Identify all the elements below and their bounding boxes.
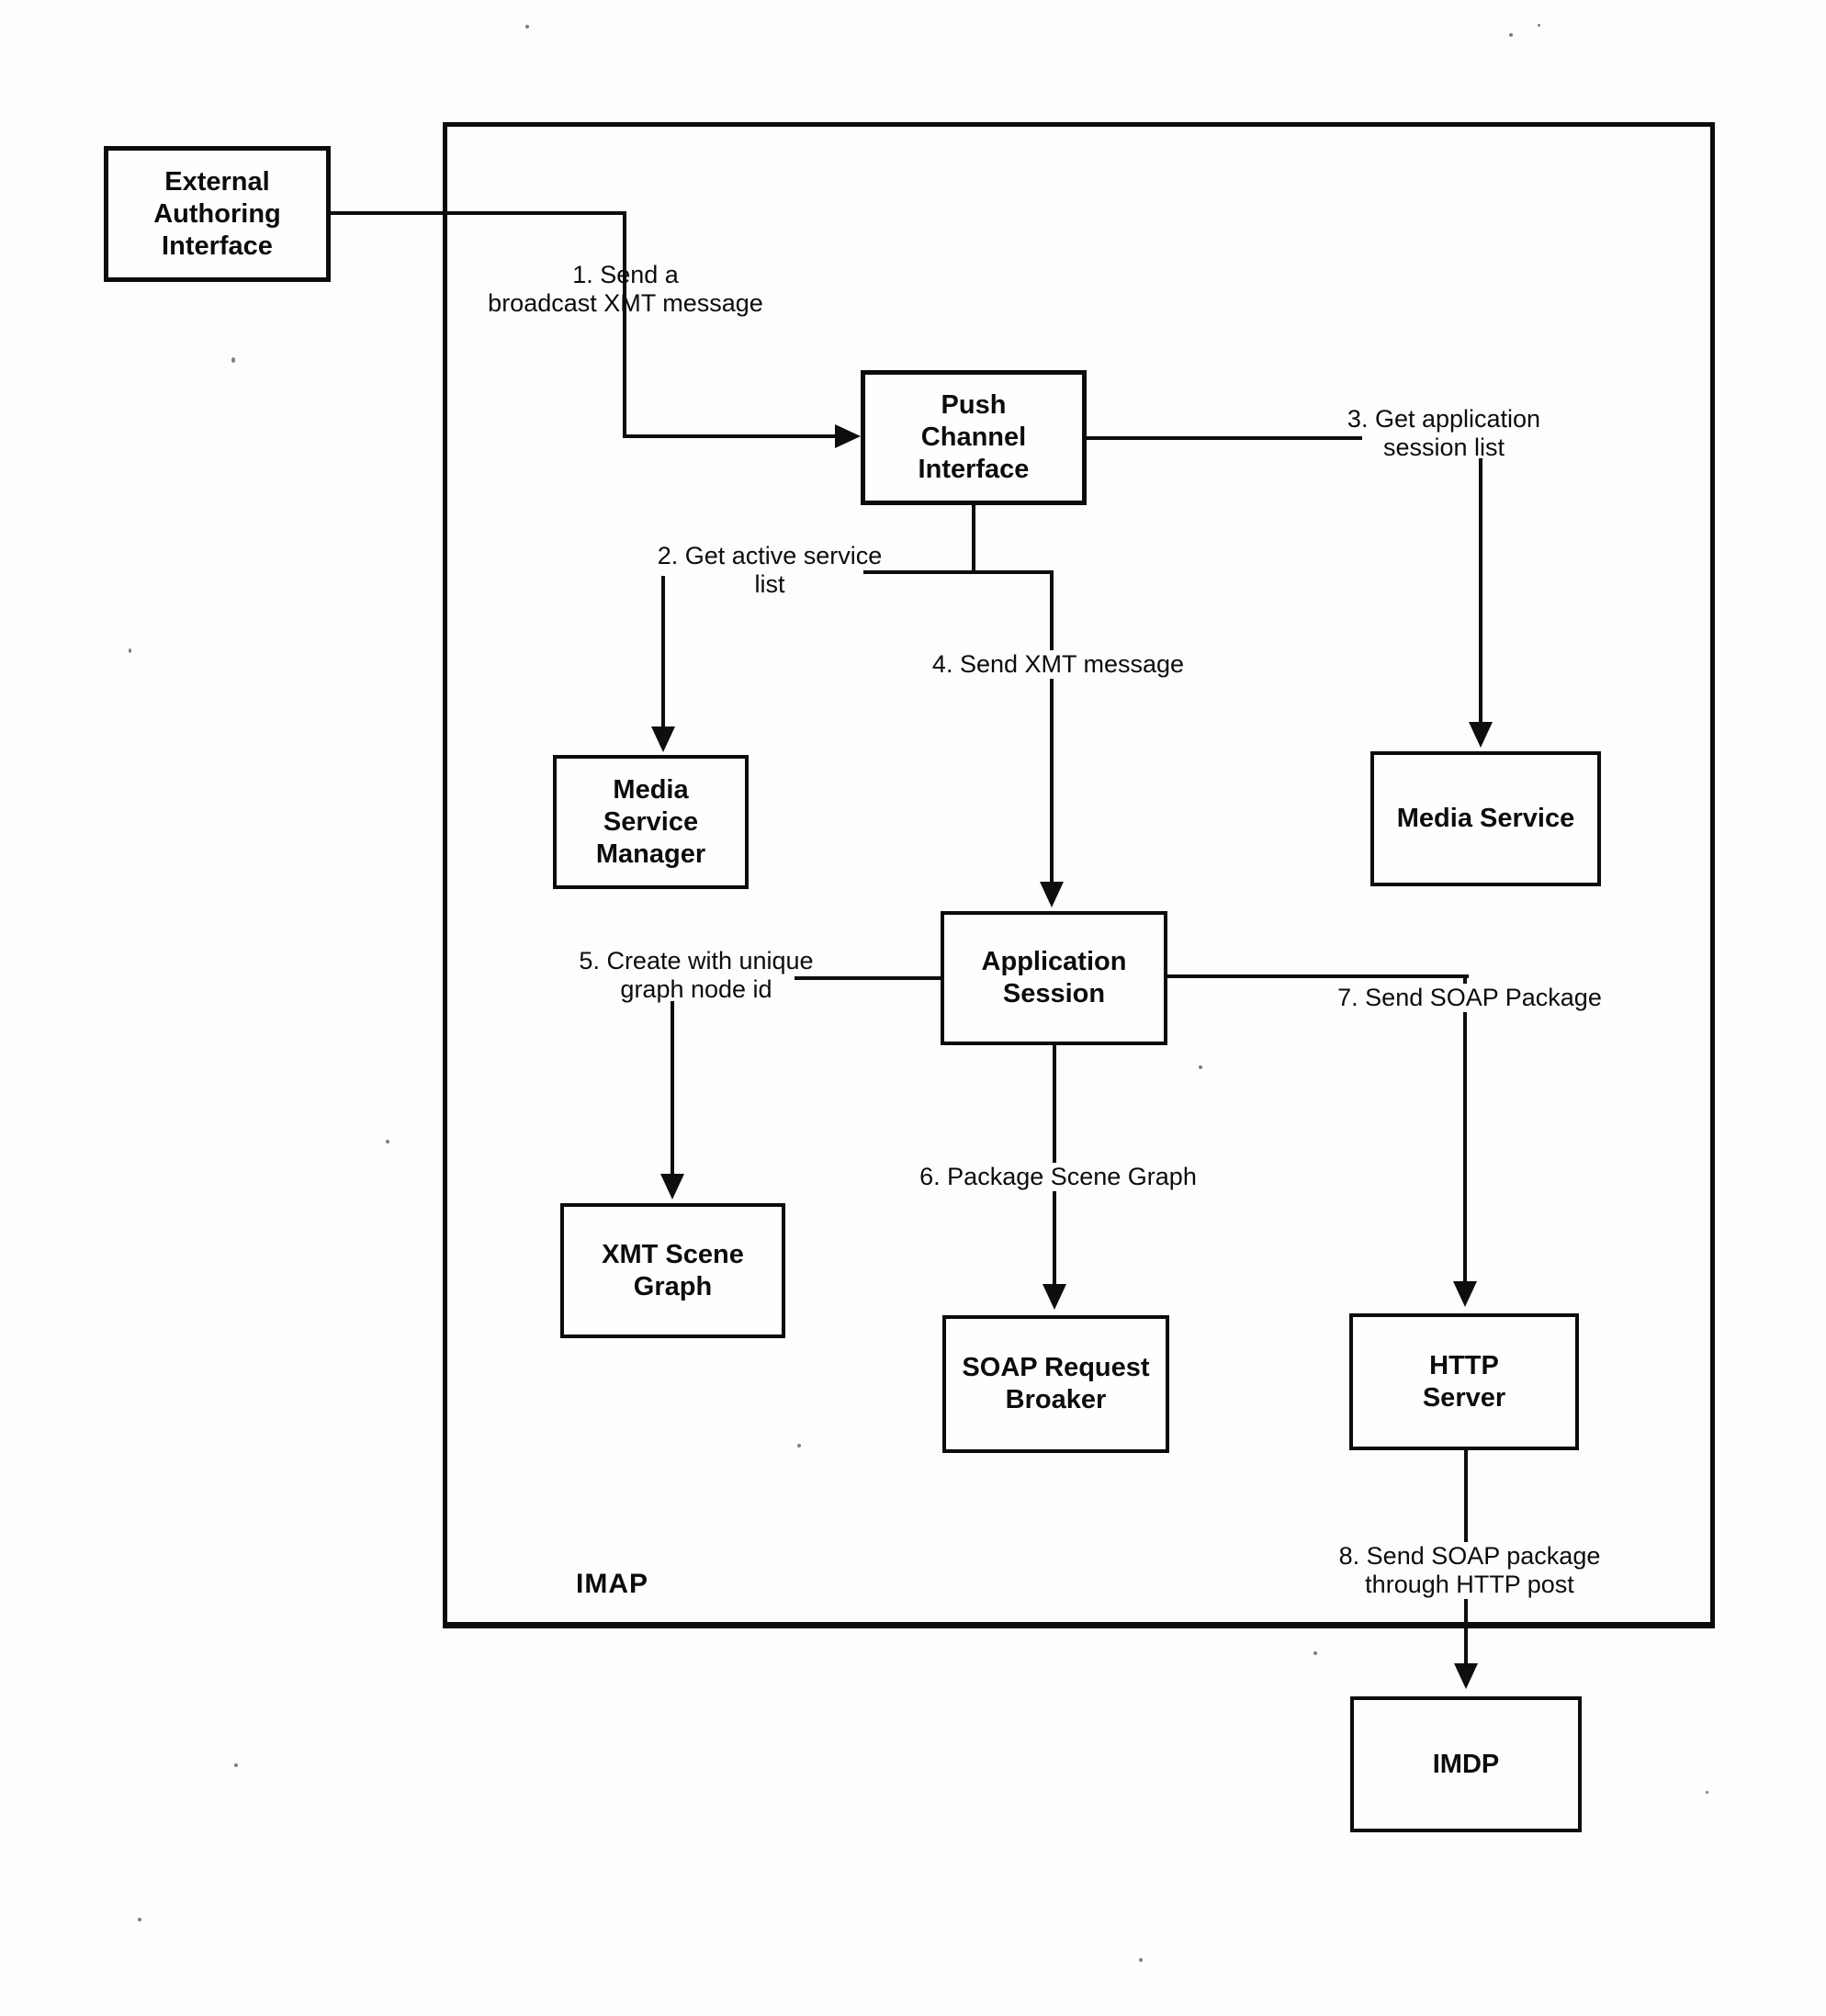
edge-2-segment-c — [661, 576, 665, 729]
edge-7-arrowhead — [1453, 1281, 1477, 1307]
node-media-service: Media Service — [1370, 751, 1601, 886]
edge-6-label: 6. Package Scene Graph — [914, 1163, 1202, 1191]
imap-container-label: IMAP — [576, 1569, 648, 1599]
edge-6-arrowhead — [1043, 1284, 1066, 1310]
edge-5-arrowhead — [660, 1174, 684, 1199]
node-external-authoring-interface: External Authoring Interface — [104, 146, 331, 282]
edge-1-segment-c — [623, 434, 837, 438]
edge-1-label: 1. Send a broadcast XMT message — [488, 261, 763, 317]
node-application-session-label: Application Session — [981, 947, 1127, 1008]
edge-3-segment-a — [1087, 436, 1362, 440]
edge-7-segment-b — [1463, 974, 1467, 1283]
edge-3-arrowhead — [1469, 722, 1493, 748]
node-push-channel-interface-label: Push Channel Interface — [918, 390, 1030, 484]
node-soap-request-broaker: SOAP Request Broaker — [942, 1315, 1169, 1453]
node-soap-request-broaker-label: SOAP Request Broaker — [962, 1353, 1150, 1414]
edge-4-segment — [1050, 570, 1054, 885]
edge-1-arrowhead — [835, 424, 861, 448]
node-push-channel-interface: Push Channel Interface — [861, 370, 1087, 505]
node-imdp-label: IMDP — [1432, 1749, 1500, 1779]
edge-3-segment-b — [1479, 458, 1482, 725]
edge-5-segment-b — [671, 1001, 674, 1176]
node-media-service-manager: Media Service Manager — [553, 755, 749, 889]
edge-8-arrowhead — [1454, 1663, 1478, 1689]
node-xmt-scene-graph: XMT Scene Graph — [560, 1203, 785, 1338]
imap-container-box — [443, 122, 1715, 1628]
edge-2-arrowhead — [651, 726, 675, 752]
node-http-server-label: HTTP Server — [1422, 1350, 1506, 1413]
node-media-service-label: Media Service — [1396, 804, 1575, 833]
edge-4-label: 4. Send XMT message — [926, 650, 1190, 679]
edge-5-label: 5. Create with unique graph node id — [579, 947, 814, 1003]
edge-7-label: 7. Send SOAP Package — [1332, 984, 1607, 1012]
edge-3-label: 3. Get application session list — [1347, 405, 1541, 461]
edge-4-arrowhead — [1040, 882, 1064, 907]
node-external-authoring-interface-label: External Authoring Interface — [153, 166, 281, 261]
edge-1-segment-b — [623, 211, 626, 438]
edge-1-segment-a — [331, 211, 626, 215]
edge-2-segment-b — [863, 570, 1054, 574]
node-media-service-manager-label: Media Service Manager — [595, 774, 706, 869]
node-imdp: IMDP — [1350, 1696, 1582, 1832]
node-http-server: HTTP Server — [1349, 1313, 1579, 1450]
edge-2-label: 2. Get active service list — [657, 542, 883, 598]
node-xmt-scene-graph-label: XMT Scene Graph — [602, 1239, 744, 1301]
edge-8-label: 8. Send SOAP package through HTTP post — [1333, 1542, 1606, 1599]
edge-5-segment-a — [795, 976, 941, 980]
edge-7-segment-a — [1167, 974, 1469, 978]
node-application-session: Application Session — [941, 911, 1167, 1045]
edge-2-segment-a — [972, 505, 975, 574]
